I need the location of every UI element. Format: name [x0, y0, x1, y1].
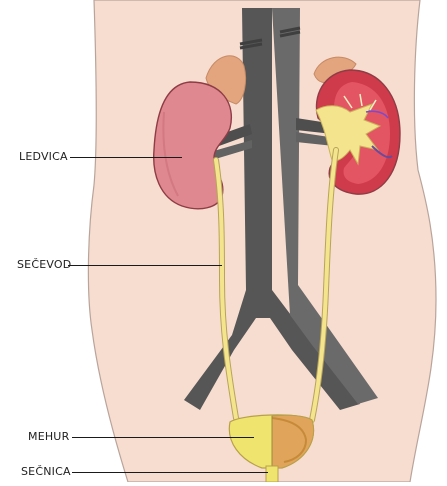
label-ureter: SEČEVOD: [17, 259, 71, 271]
leader-urethra: [72, 472, 268, 473]
urethra: [266, 466, 278, 482]
label-urethra: SEČNICA: [21, 466, 71, 478]
label-bladder: MEHUR: [28, 431, 69, 443]
label-kidney: LEDVICA: [19, 151, 68, 163]
leader-ureter: [68, 265, 222, 266]
leader-bladder: [72, 437, 254, 438]
leader-kidney: [70, 157, 182, 158]
